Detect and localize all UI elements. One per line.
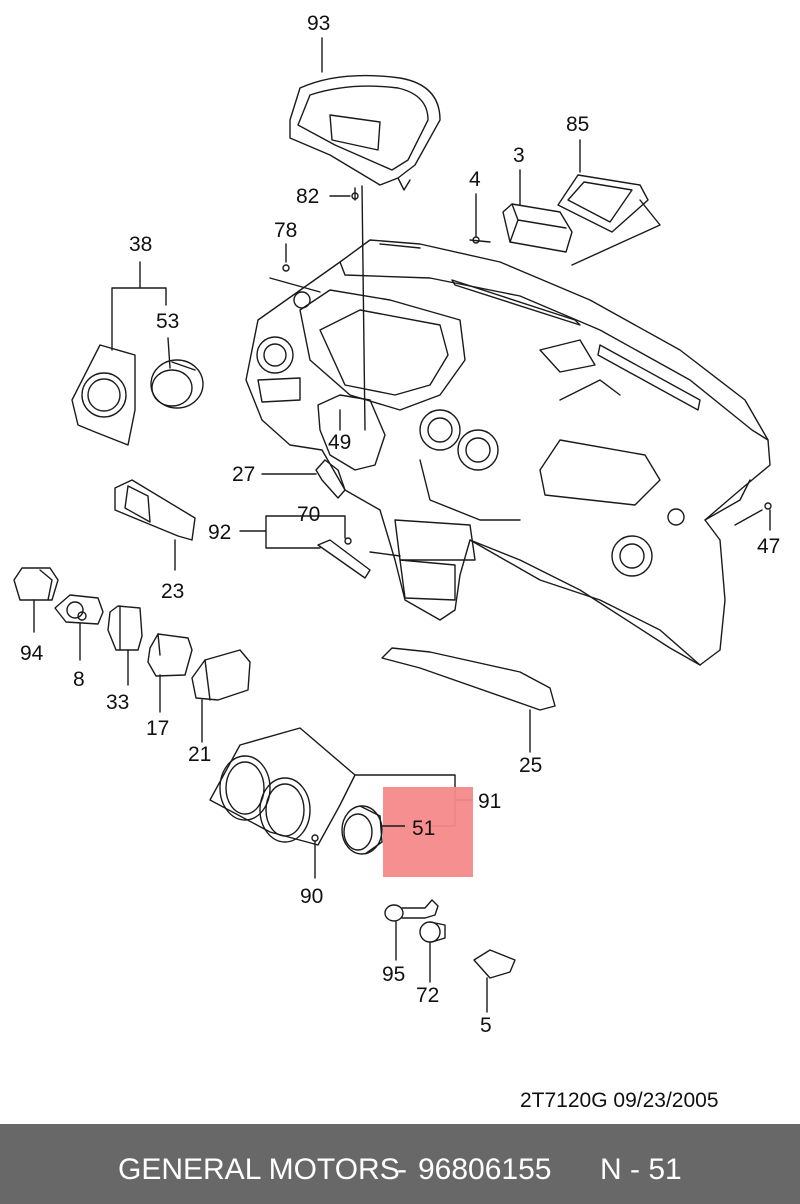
callout-38: 38 [129,233,153,256]
switch-33 [107,605,143,651]
callout-47: 47 [757,535,781,558]
callout-25: 25 [519,754,543,777]
leader-92b [369,551,401,557]
callout-5: 5 [480,1014,492,1037]
trim-panel-23 [114,479,196,541]
callout-90: 90 [300,885,324,908]
dashboard-exploded-diagram [13,37,772,1013]
part-highlight-51 [383,787,473,877]
callout-70: 70 [297,503,321,526]
callout-72: 72 [416,984,440,1007]
callout-78: 78 [274,219,298,242]
bulb-socket-95 [384,899,439,922]
left-vent-bezel [71,344,136,446]
round-vent-53 [150,359,204,409]
bulb-72 [419,921,446,943]
callout-27: 27 [232,463,256,486]
leader-78b [269,277,321,293]
clip-90 [311,834,319,842]
callout-82: 82 [296,185,320,208]
switch-94 [13,567,59,601]
switch-8 [54,594,104,625]
switch-17 [147,633,193,677]
callout-17: 17 [146,717,170,740]
footer-bar: GENERAL MOTORS - 96806155 N - 51 [0,1124,800,1204]
glovebox-area [539,439,661,506]
callout-85: 85 [566,113,590,136]
callout-93: 93 [307,12,331,35]
footer-brand: GENERAL MOTORS [118,1153,400,1186]
connector-5 [473,949,516,979]
leader-47 [734,509,771,531]
footer-reference: N - 51 [600,1153,682,1186]
leader-49-long [361,185,366,431]
vent-49 [317,394,386,471]
callout-8: 8 [73,668,85,691]
screw-47 [764,502,772,510]
trim-27 [315,459,346,499]
document-code: 2T7120G 09/23/2005 [520,1089,719,1112]
callout-3: 3 [513,144,525,167]
dashboard-panel [245,239,771,666]
footer-separator: - [397,1153,407,1186]
callout-49: 49 [328,431,352,454]
clip-70 [344,537,352,545]
callout-91: 91 [478,790,502,813]
leader-38 [111,261,167,351]
footer-part-number: 96806155 [418,1153,552,1186]
trim-strip-25 [381,647,556,711]
callout-4: 4 [469,168,481,191]
callout-95: 95 [382,963,406,986]
instrument-bezel-91 [209,727,356,846]
center-duct [557,174,649,233]
callout-92: 92 [208,521,232,544]
screw-78 [282,264,290,272]
leader-53 [167,337,171,369]
instrument-cluster-hood [289,74,441,191]
screw-4 [469,236,491,244]
callout-53: 53 [156,310,180,333]
callout-51: 51 [412,817,436,840]
callout-33: 33 [106,691,130,714]
leader-85b [571,199,661,266]
screw-82 [351,187,359,201]
switch-module [502,203,573,253]
leader-92-70 [239,515,346,549]
switch-21 [191,649,251,701]
trim-strip-92 [317,539,371,579]
callout-21: 21 [188,743,212,766]
callout-23: 23 [161,580,185,603]
callout-94: 94 [20,642,44,665]
